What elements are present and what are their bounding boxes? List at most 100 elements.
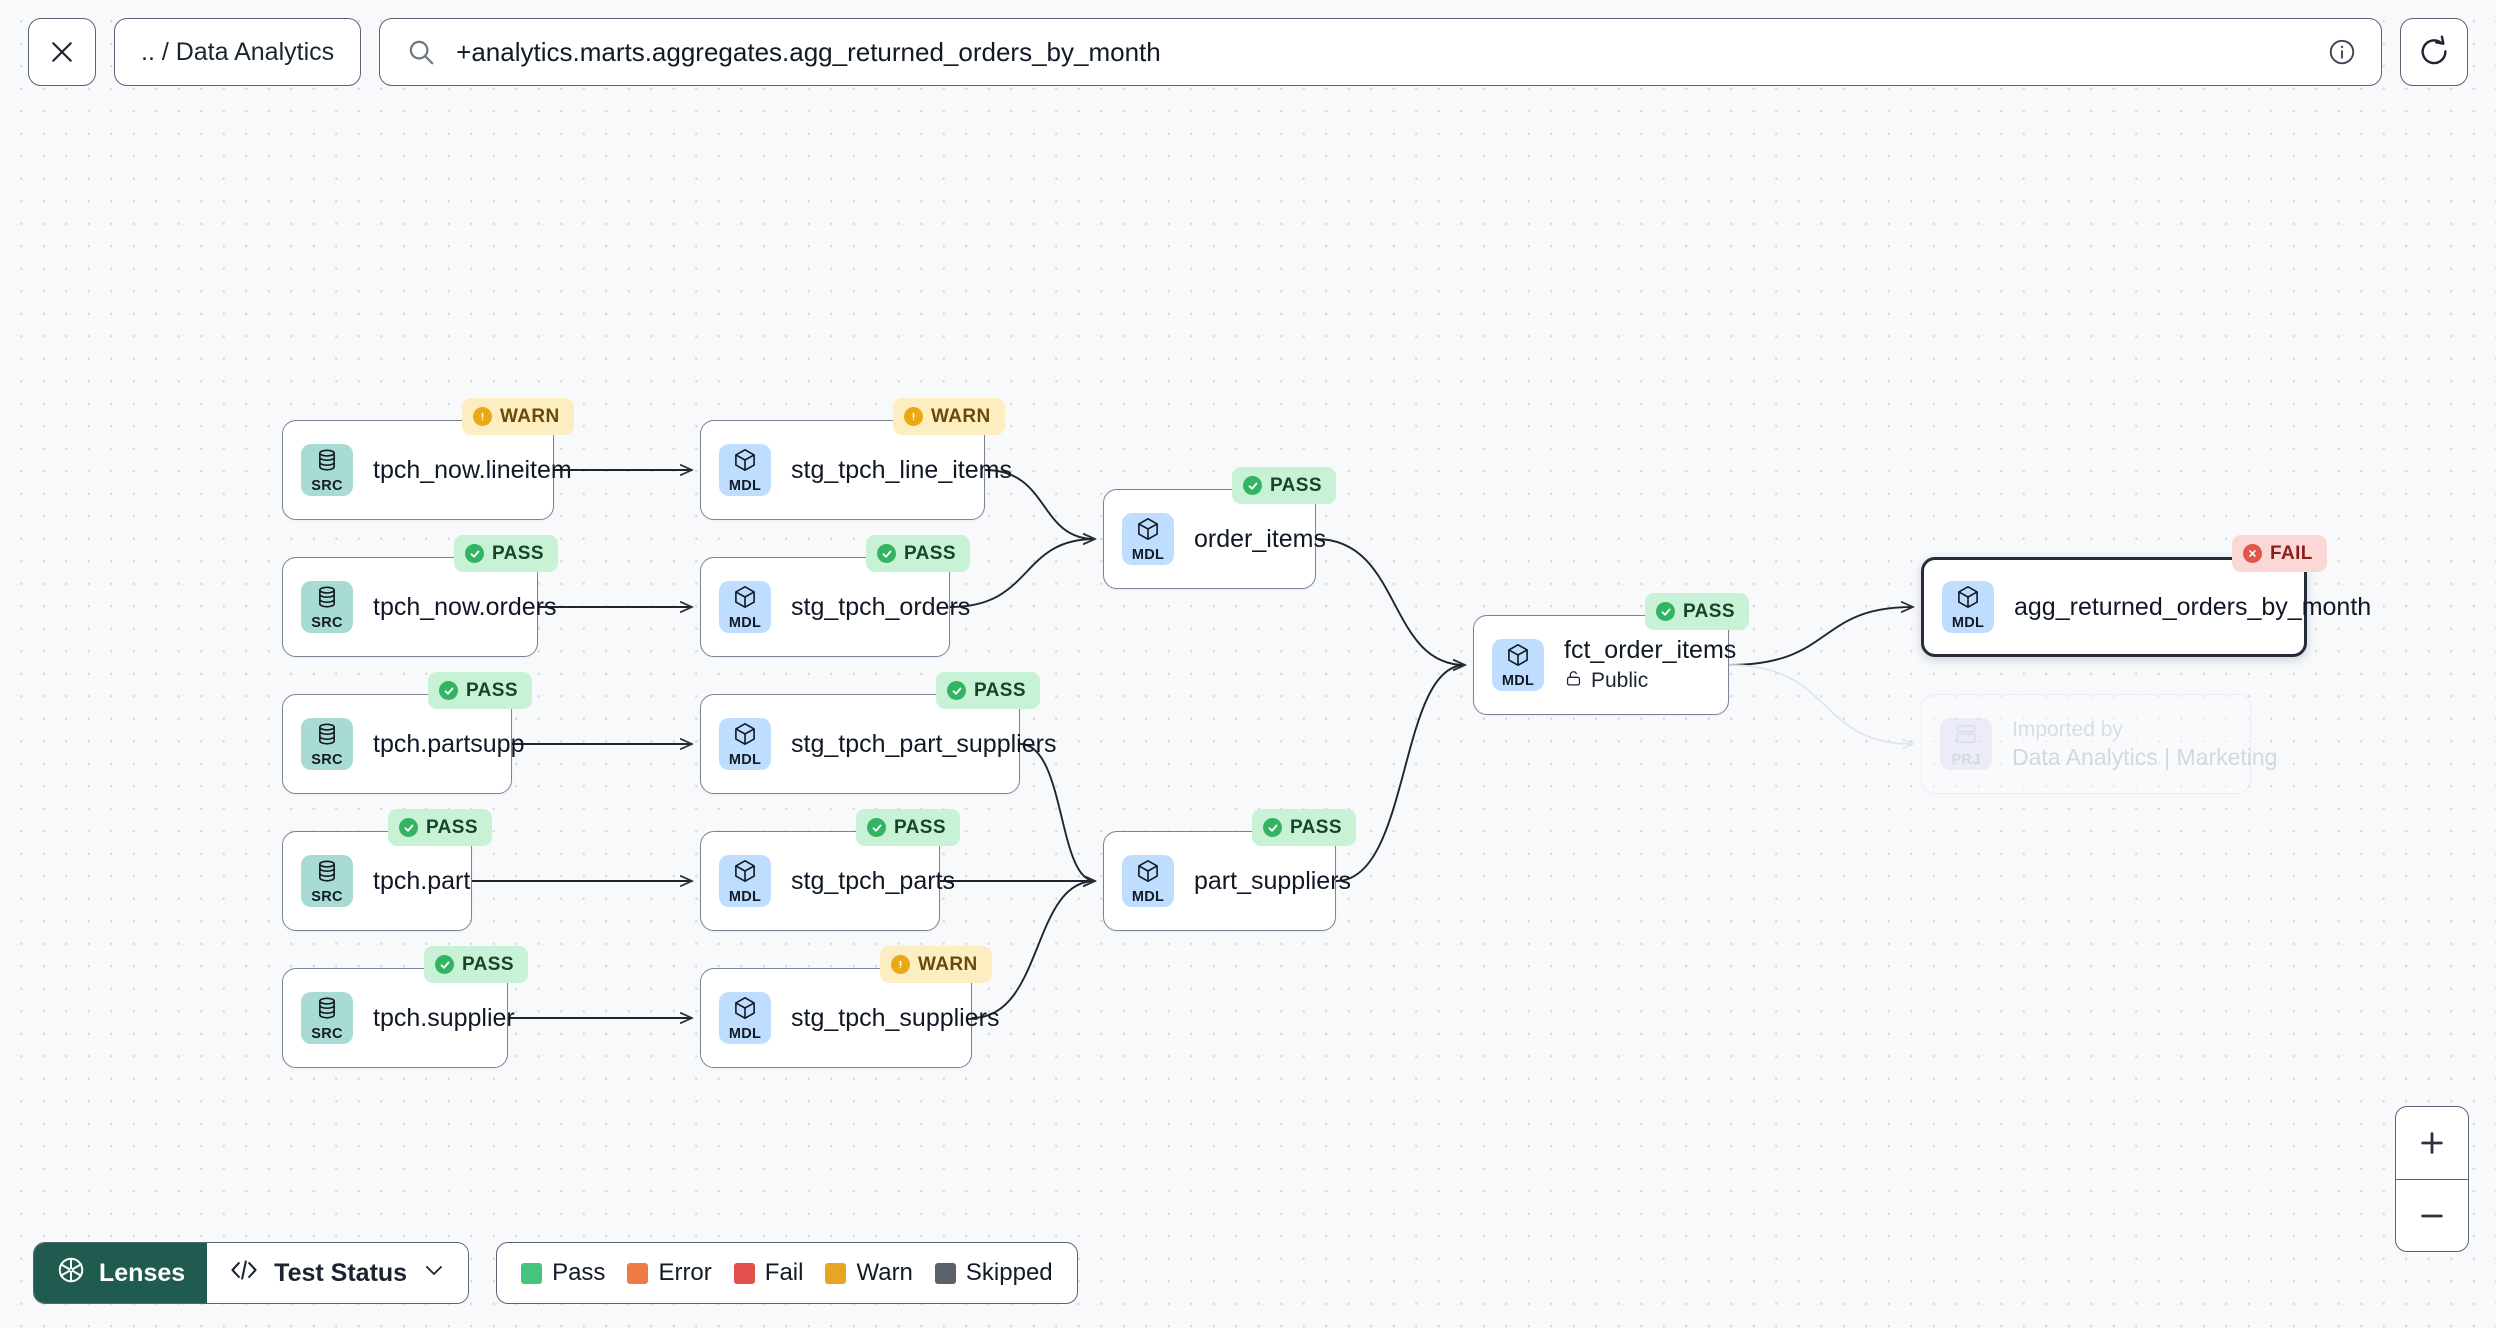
node-type-badge-src: SRC xyxy=(301,992,353,1044)
node-label: stg_tpch_orders xyxy=(791,592,971,621)
node-label: stg_tpch_line_items xyxy=(791,455,1012,484)
node-label: tpch.partsupp xyxy=(373,729,525,758)
src-icon xyxy=(314,584,340,615)
node-type-badge-src: SRC xyxy=(301,581,353,633)
legend-label: Fail xyxy=(764,1259,804,1286)
src-icon xyxy=(314,995,340,1026)
node-sublabel-bottom: Data Analytics | Marketing xyxy=(2012,743,2278,770)
node-type-badge-mdl: MDL xyxy=(719,581,771,633)
node-type-badge-mdl: MDL xyxy=(719,855,771,907)
node-type-label: SRC xyxy=(311,751,343,768)
node-label: tpch.part xyxy=(373,866,471,895)
node-label: stg_tpch_part_suppliers xyxy=(791,729,1057,758)
unlock-icon xyxy=(1564,669,1583,694)
lenses-control-group: Lenses Test Status xyxy=(33,1242,470,1304)
legend-item-error: Error xyxy=(627,1259,712,1287)
node-visibility-label: Public xyxy=(1591,669,1649,693)
status-legend: Pass Error Fail Warn Skipped xyxy=(496,1242,1078,1304)
node-type-label: MDL xyxy=(728,888,762,905)
plus-icon xyxy=(2421,1132,2443,1154)
node-type-badge-src: SRC xyxy=(301,444,353,496)
node-visibility: Public xyxy=(1564,669,1736,694)
node-type-badge-mdl: MDL xyxy=(1942,581,1994,633)
node-type-label: MDL xyxy=(728,751,762,768)
graph-node-stg_suppliers[interactable]: MDL stg_tpch_suppliers xyxy=(700,968,999,1068)
legend-item-warn: Warn xyxy=(825,1259,913,1287)
node-label: tpch_now.lineitem xyxy=(373,455,572,484)
graph-node-stg_line_items[interactable]: MDL stg_tpch_line_items xyxy=(700,420,1012,520)
node-type-label: MDL xyxy=(728,1025,762,1042)
node-label: order_items xyxy=(1194,524,1326,553)
edge-fct_order_items-to-agg_returned xyxy=(1728,607,1913,666)
graph-node-fct_order_items[interactable]: MDL fct_order_items Public xyxy=(1473,615,1736,715)
refresh-button[interactable] xyxy=(2400,18,2468,86)
node-label: stg_tpch_suppliers xyxy=(791,1003,1000,1032)
mdl-icon xyxy=(1955,584,1981,615)
graph-node-part_suppliers[interactable]: MDL part_suppliers xyxy=(1103,831,1351,931)
graph-node-agg_returned[interactable]: MDL agg_returned_orders_by_month xyxy=(1921,557,2371,657)
code-icon xyxy=(229,1257,259,1290)
graph-node-src_orders[interactable]: SRC tpch_now.orders xyxy=(282,557,556,657)
prj-icon xyxy=(1953,721,1979,752)
legend-item-pass: Pass xyxy=(521,1259,605,1287)
mdl-icon xyxy=(1135,516,1161,547)
minus-icon xyxy=(2421,1214,2443,1217)
legend-swatch-warn xyxy=(825,1262,847,1284)
graph-node-prj_imported: PRJ Imported by Data Analytics | Marketi… xyxy=(1921,694,2277,794)
node-type-label: SRC xyxy=(311,1025,343,1042)
mdl-icon xyxy=(732,584,758,615)
mdl-icon xyxy=(732,721,758,752)
edge-stg_orders-to-order_items xyxy=(949,539,1095,608)
zoom-in-button[interactable] xyxy=(2396,1107,2468,1179)
node-type-label: SRC xyxy=(311,888,343,905)
node-type-label: MDL xyxy=(728,477,762,494)
node-label: stg_tpch_parts xyxy=(791,866,955,895)
node-type-badge-src: SRC xyxy=(301,718,353,770)
refresh-icon xyxy=(2417,35,2451,69)
graph-node-stg_part_suppliers[interactable]: MDL stg_tpch_part_suppliers xyxy=(700,694,1056,794)
mdl-icon xyxy=(732,447,758,478)
node-type-badge-mdl: MDL xyxy=(719,718,771,770)
edge-part_suppliers-to-fct_order_items xyxy=(1335,665,1465,882)
zoom-out-button[interactable] xyxy=(2396,1179,2468,1251)
node-type-badge-mdl: MDL xyxy=(1122,855,1174,907)
legend-label: Error xyxy=(658,1259,712,1286)
test-status-label: Test Status xyxy=(274,1258,408,1287)
node-type-label: SRC xyxy=(311,477,343,494)
zoom-controls xyxy=(2395,1106,2469,1252)
graph-node-order_items[interactable]: MDL order_items xyxy=(1103,489,1326,589)
search-input[interactable]: +analytics.marts.aggregates.agg_returned… xyxy=(379,18,2382,86)
node-label: fct_order_items xyxy=(1564,636,1737,665)
node-type-badge-mdl: MDL xyxy=(1122,513,1174,565)
graph-node-stg_parts[interactable]: MDL stg_tpch_parts xyxy=(700,831,955,931)
close-button[interactable] xyxy=(28,18,96,86)
edge-stg_part_suppliers-to-part_suppliers xyxy=(1019,743,1095,881)
lenses-label: Lenses xyxy=(99,1258,186,1287)
edge-fct_order_items-to-prj_imported xyxy=(1728,664,1913,744)
mdl-icon xyxy=(1135,858,1161,889)
node-type-badge-mdl: MDL xyxy=(719,992,771,1044)
breadcrumb[interactable]: .. / Data Analytics xyxy=(114,18,362,86)
lenses-button[interactable]: Lenses xyxy=(34,1243,208,1303)
info-icon[interactable] xyxy=(2327,37,2357,67)
src-icon xyxy=(314,447,340,478)
node-label: tpch_now.orders xyxy=(373,592,557,621)
legend-swatch-fail xyxy=(733,1262,755,1284)
node-sublabel-top: Imported by xyxy=(2012,717,2123,741)
graph-node-src_partsupp[interactable]: SRC tpch.partsupp xyxy=(282,694,525,794)
graph-node-stg_orders[interactable]: MDL stg_tpch_orders xyxy=(700,557,970,657)
chevron-down-icon xyxy=(422,1258,446,1289)
legend-swatch-skipped xyxy=(934,1262,956,1284)
legend-item-skipped: Skipped xyxy=(934,1259,1053,1287)
breadcrumb-label: .. / Data Analytics xyxy=(141,37,335,66)
node-type-label: PRJ xyxy=(1951,751,1981,768)
graph-node-src_lineitem[interactable]: SRC tpch_now.lineitem xyxy=(282,420,572,520)
graph-node-src_supplier[interactable]: SRC tpch.supplier xyxy=(282,968,515,1068)
test-status-dropdown[interactable]: Test Status xyxy=(207,1243,469,1303)
node-type-badge-mdl: MDL xyxy=(1492,639,1544,691)
graph-node-src_part[interactable]: SRC tpch.part xyxy=(282,831,472,931)
node-label: part_suppliers xyxy=(1194,866,1352,895)
